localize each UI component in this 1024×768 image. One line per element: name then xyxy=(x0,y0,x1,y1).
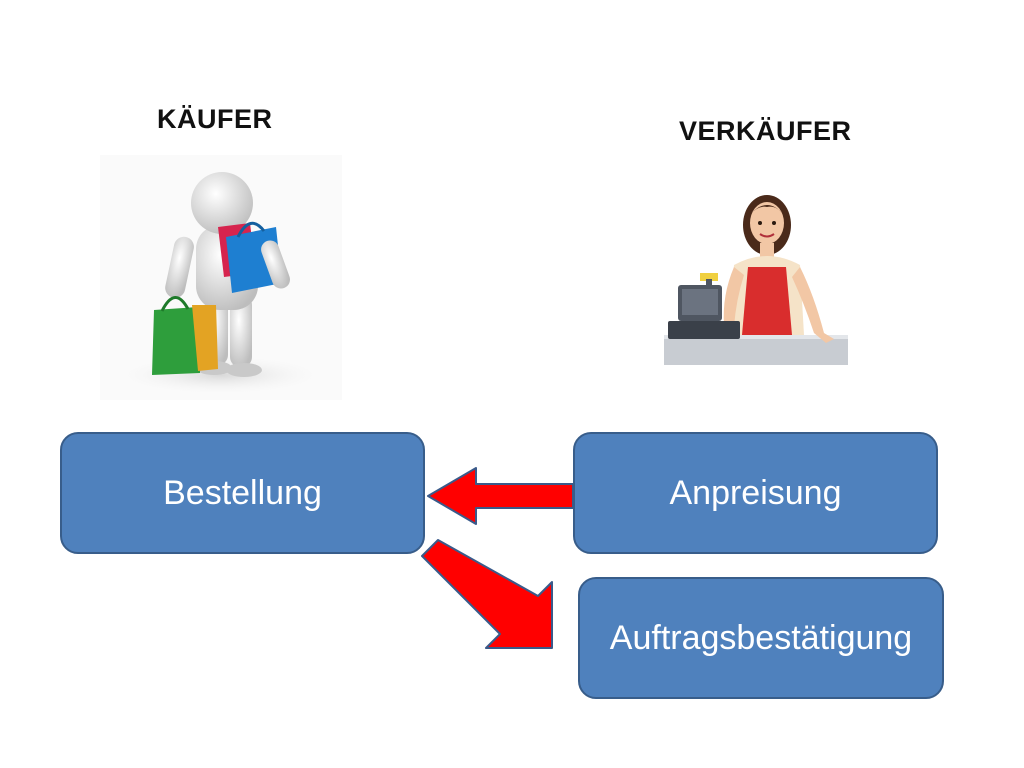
buyer-label: KÄUFER xyxy=(157,104,273,134)
shopper-with-bags-icon xyxy=(100,155,342,400)
order-label: Bestellung xyxy=(163,473,322,512)
order-box: Bestellung xyxy=(60,432,425,554)
seller-label: VERKÄUFER xyxy=(679,116,852,146)
arrow-offer-to-order xyxy=(427,467,574,525)
offer-label: Anpreisung xyxy=(669,473,842,512)
order-confirmation-box: Auftragsbestätigung xyxy=(578,577,944,699)
cashier-at-register-icon xyxy=(664,195,848,365)
order-confirmation-label: Auftragsbestätigung xyxy=(609,618,913,657)
offer-box: Anpreisung xyxy=(573,432,938,554)
arrow-order-to-confirmation xyxy=(421,539,553,649)
